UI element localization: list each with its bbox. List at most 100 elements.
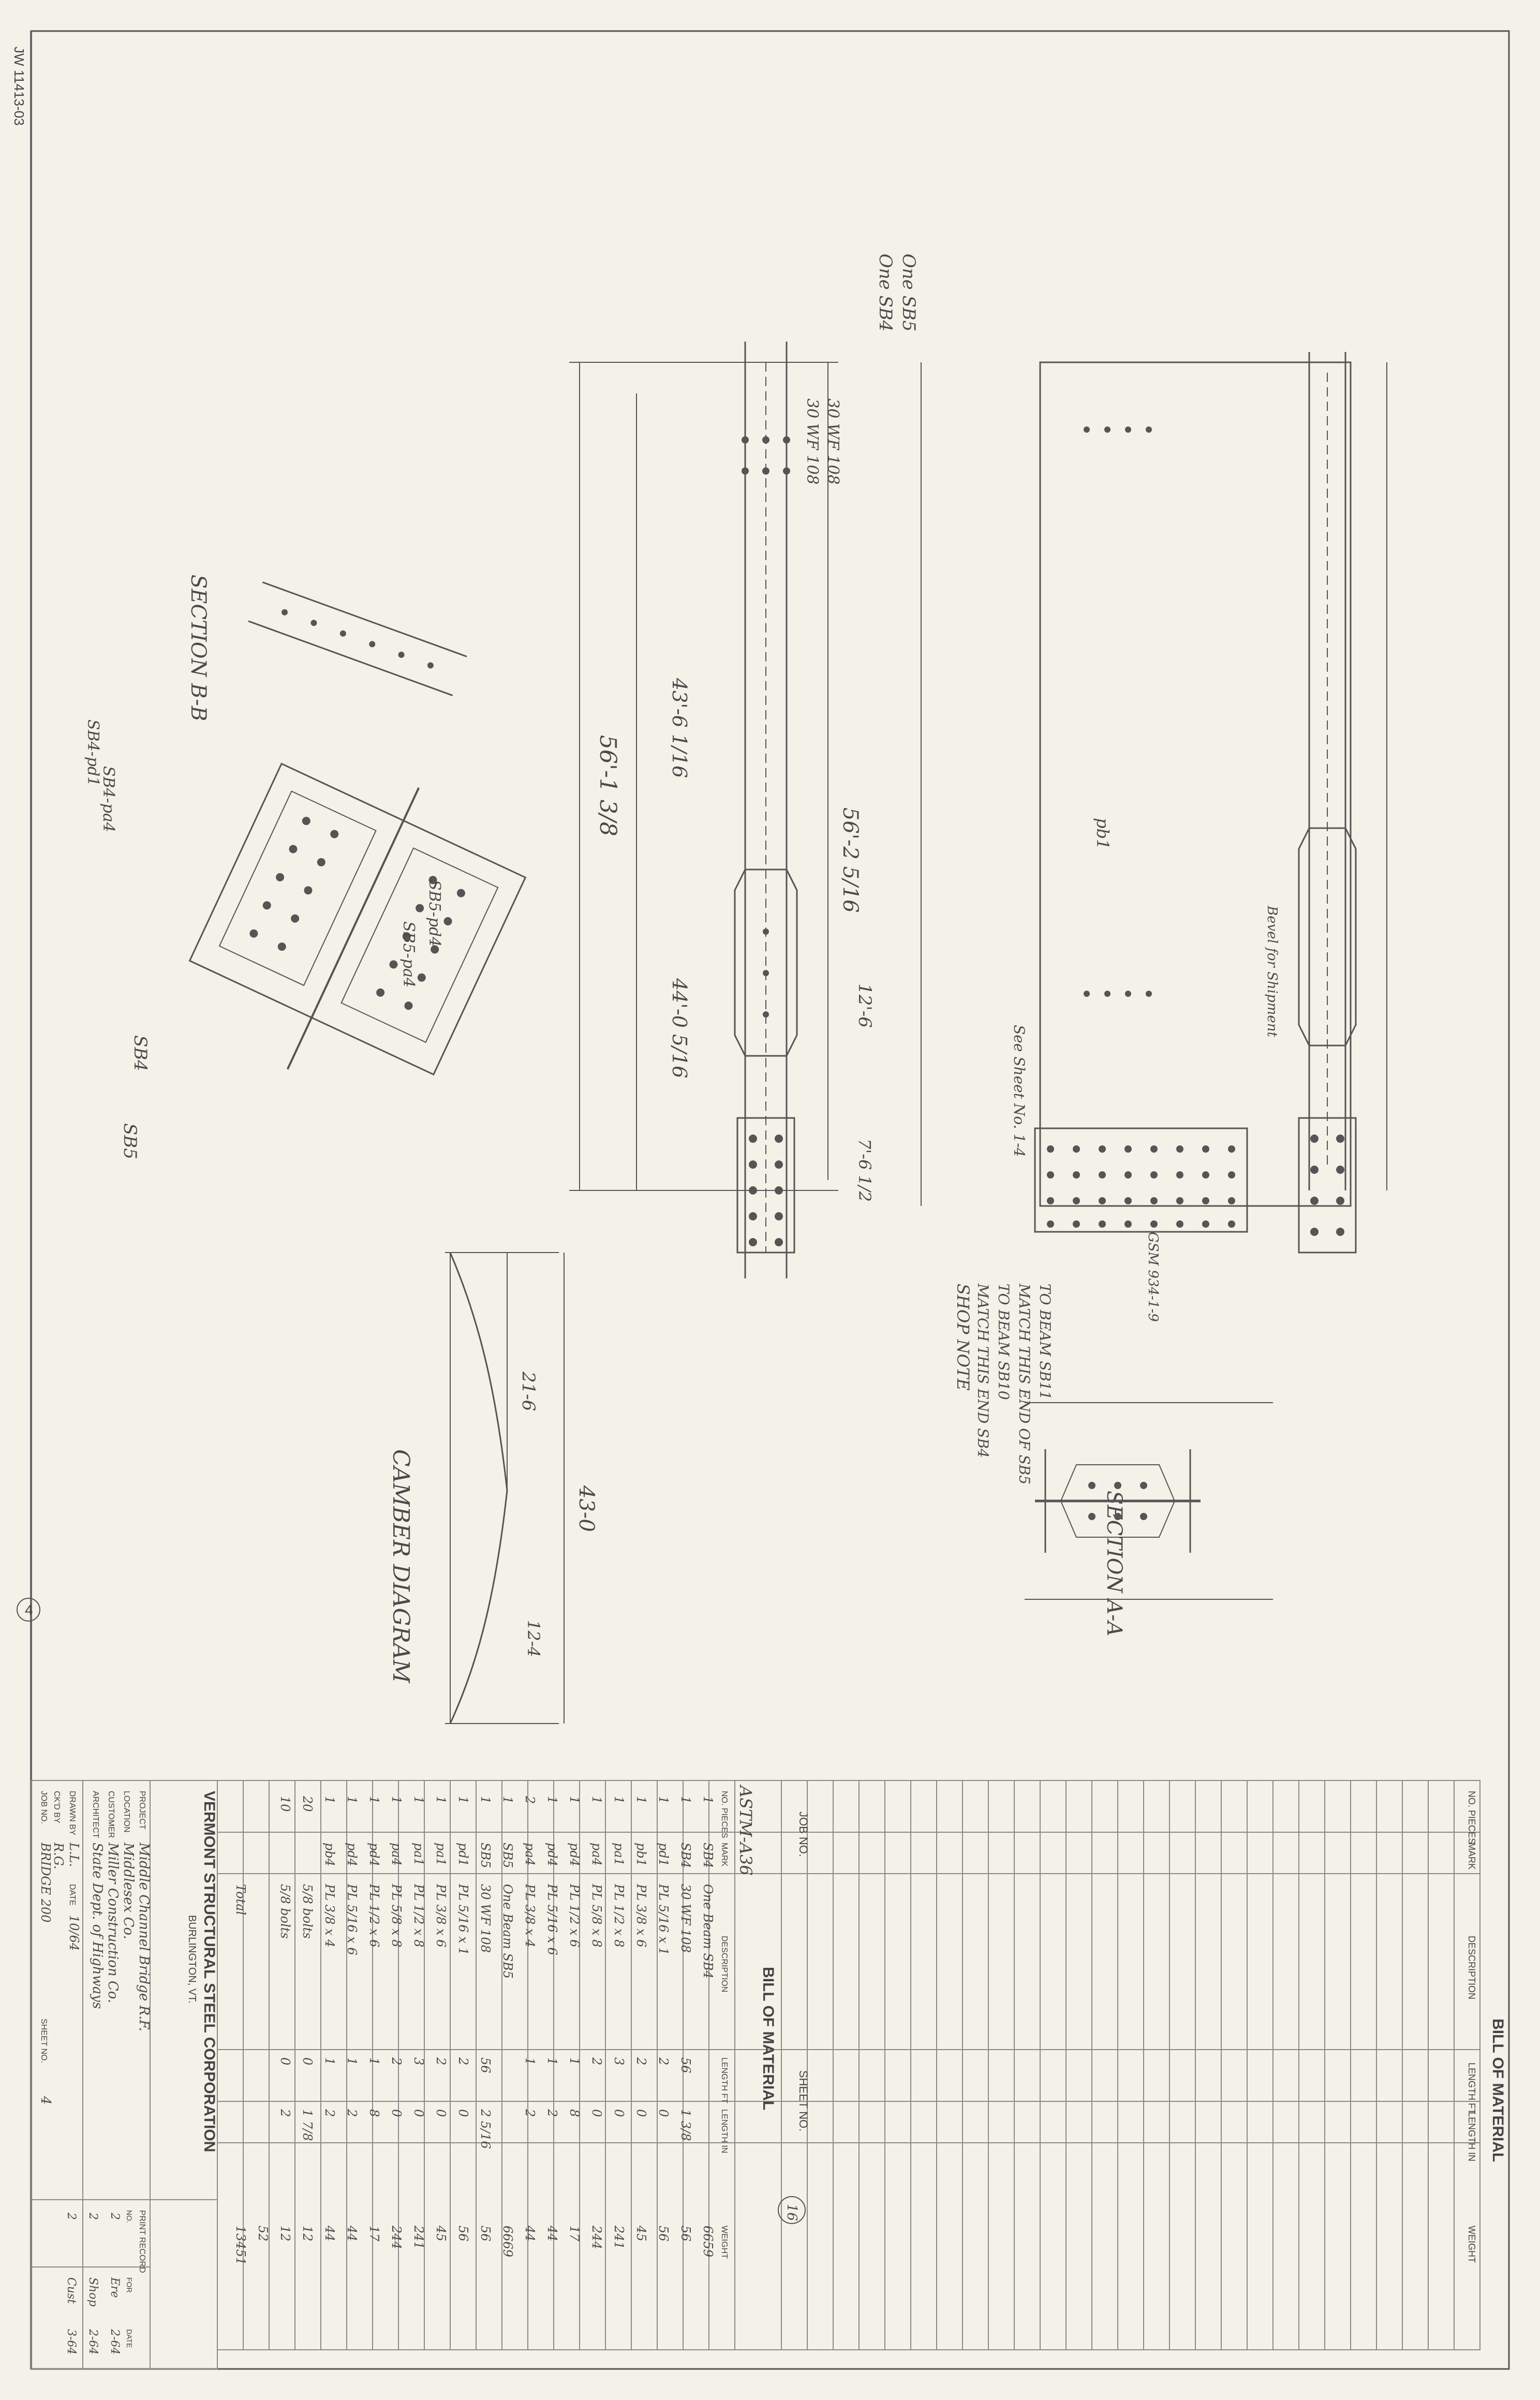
bom-row-1-weight: 56 [678,2226,693,2242]
bom-row-17-mark: pb4 [322,1843,337,1866]
bom-row-17-desc: PL 3/8 x 4 [322,1883,337,1947]
company-name: VERMONT STRUCTURAL STEEL CORPORATION [201,1791,218,2152]
length-44-0: 44'-0 5/16 [668,978,691,1078]
length-43-6: 43'-6 1/16 [668,678,691,778]
date-label: DATE [68,1884,77,1905]
bom-blank-col-pieces: NO. PIECES [1467,1791,1477,1844]
architect-label: ARCHITECT [91,1791,100,1838]
bom-row-7-pieces: 1 [545,1796,559,1804]
bill-of-material-blank: BILL OF MATERIAL NO. PIECES MARK DESCRIP… [781,1780,1506,2350]
print-no-label: NO. [125,2210,134,2223]
bom-row-14-ft: 2 [389,2057,404,2065]
bom-row-18-desc: 5/8 bolts [300,1884,315,1939]
camber-21-6: 21-6 [518,1371,539,1411]
bom-row-8-weight: 44 [523,2225,537,2242]
bom-row-9-weight: 6669 [500,2226,515,2257]
bom-row-3-in: 0 [634,2109,648,2117]
bom-row-8-ft: 1 [523,2057,537,2065]
job-no-label: JOB NO. [39,1791,48,1824]
customer-value: Miller Construction Co. [105,1842,121,2003]
print-for-label: FOR [125,2277,134,2293]
bom-row-19-in: 2 [278,2109,292,2117]
bom-row-2-pieces: 1 [656,1796,671,1804]
shop-note-line4: TO BEAM SB11 [1036,1284,1054,1400]
bom-row-16-pieces: 1 [345,1796,359,1804]
shop-note-line1: MATCH THIS END SB4 [974,1283,991,1458]
note-gsm: GSM 934-1-9 [1145,1232,1161,1322]
bom-row-6-weight: 17 [567,2226,582,2242]
print-record-0-for: Ere [108,2277,121,2298]
connection-plate-grid [1034,1127,1248,1233]
bom-row-7-ft: 1 [545,2057,559,2065]
bom-row-6-mark: pd4 [567,1843,582,1866]
location-value: Middlesex Co. [121,1842,136,1939]
bolt-group-left [249,817,339,951]
bom-row-1-desc: 30 WF 108 [678,1884,693,1953]
beam-size-2: 30 WF 108 [824,399,842,484]
bom-row-5-ft: 2 [589,2057,604,2065]
bom-row-17-in: 2 [322,2109,337,2117]
bom-row-7-weight: 44 [545,2225,559,2242]
bom-row-0-weight: 6659 [701,2226,715,2257]
callout-sb5: SB5 [120,1123,140,1159]
bom-row-1-mark: SB4 [678,1843,693,1868]
bom-row-6-ft: 1 [567,2057,582,2065]
architect-value: State Dept. of Highways [90,1843,105,2009]
bom-row-18-pieces: 20 [300,1795,315,1812]
bom-row-19-pieces: 10 [278,1796,292,1812]
bom-row-6-desc: PL 1/2 x 6 [567,1883,582,1947]
bom-row-4-desc: PL 1/2 x 8 [612,1883,626,1947]
bom-col-weight: WEIGHT [720,2226,729,2259]
print-record-0-date: 2-64 [108,2329,121,2354]
print-record-2-for: Cust [65,2277,78,2304]
bom-col-in: LENGTH IN [720,2109,729,2153]
callout-sb4-pd1: SB4-pd1 [84,719,102,786]
shop-note-line2: TO BEAM SB10 [995,1284,1012,1400]
bom-blank-col-in: LENGTH IN [1467,2112,1477,2161]
end-bolt-grid-right [1310,1135,1344,1236]
bom-row-14-weight: 244 [389,2225,404,2249]
beam-haunch [734,868,798,1057]
bom-row-16-mark: pd4 [345,1843,359,1866]
section-aa-bolts [1088,1482,1147,1520]
section-aa-view [1025,1402,1273,1600]
checked-label: CK'D BY [52,1791,61,1823]
bom-row-11-weight: 56 [456,2226,470,2242]
bom-row-0-mark: SB4 [701,1843,715,1868]
bom-blank-title: BILL OF MATERIAL [1489,2019,1506,2162]
length-56-1-3-8: 56'-1 3/8 [595,735,621,836]
bom-filled-grid-lines [217,1780,781,2350]
callout-sb5-pa4: SB5-pa4 [399,921,418,988]
bom-row-13-desc: PL 1/2 x 8 [411,1883,426,1947]
bom-row-10-ft: 56 [478,2057,493,2073]
bom-row-9-mark: SB5 [500,1843,515,1868]
camber-curve [449,1252,508,1724]
bom-row-13-mark: pa1 [411,1843,426,1866]
bom-row-8-pieces: 2 [523,1795,537,1804]
bom-row-2-weight: 56 [656,2226,671,2242]
bom-row-21-desc: Total [233,1884,248,1915]
bom-row-8-mark: pa4 [523,1843,537,1866]
print-record-2-date: 3-64 [65,2329,78,2354]
sheet-marker-circle [17,1598,40,1622]
bom-row-16-desc: PL 5/16 x 6 [345,1883,359,1955]
bom-row-4-ft: 3 [612,2057,626,2065]
sheet-marker: 4 [25,1602,33,1618]
bom-row-15-desc: PL 1/2 x 6 [367,1883,381,1947]
bom-row-13-ft: 3 [411,2057,426,2065]
bom-sheet-circle [778,2196,806,2224]
bom-row-7-in: 2 [545,2109,559,2117]
bom-col-ft: LENGTH FT [720,2057,729,2103]
corner-code: JW 11413-03 [11,47,27,126]
bom-row-3-desc: PL 3/8 x 6 [634,1883,648,1947]
print-date-label: DATE [125,2329,134,2348]
plate-mark-pb1: pb1 [1093,818,1113,849]
bom-sheet-circle-number: 16 [784,2204,799,2221]
splice-plate-inner-right [340,847,499,1043]
bom-row-10-pieces: 1 [478,1796,493,1804]
bom-row-5-mark: pa4 [589,1843,604,1866]
beam-size-1: 30 WF 108 [803,399,821,484]
bom-row-8-in: 2 [523,2109,537,2117]
flange-bolt-row [282,609,434,669]
bom-row-2-mark: pd1 [656,1843,671,1866]
